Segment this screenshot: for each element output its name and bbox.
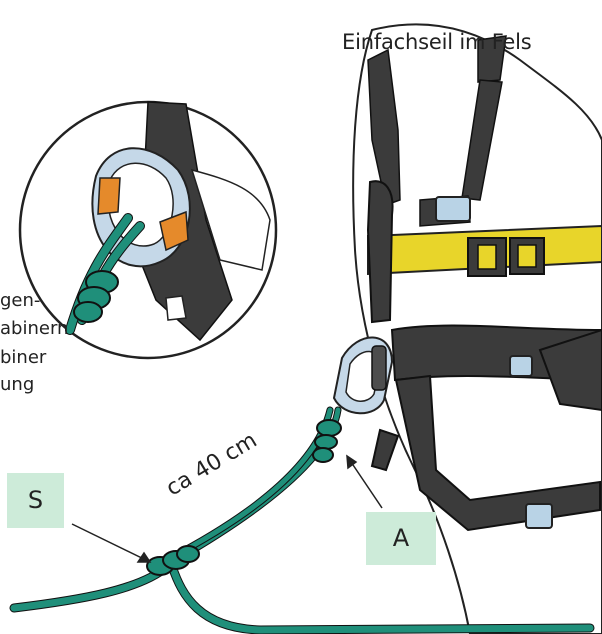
label-a: A bbox=[366, 512, 436, 565]
side-text-line: ung bbox=[0, 374, 34, 395]
buckle-icons bbox=[436, 197, 470, 221]
figure-title: Einfachseil im Fels bbox=[342, 30, 532, 54]
side-text-line: abinern bbox=[0, 318, 68, 339]
carabiner-icon bbox=[334, 337, 392, 413]
side-text-line: biner bbox=[0, 347, 46, 368]
pointer-arrows bbox=[72, 456, 382, 562]
side-text-line: gen- bbox=[0, 290, 40, 311]
label-s: S bbox=[7, 473, 64, 528]
